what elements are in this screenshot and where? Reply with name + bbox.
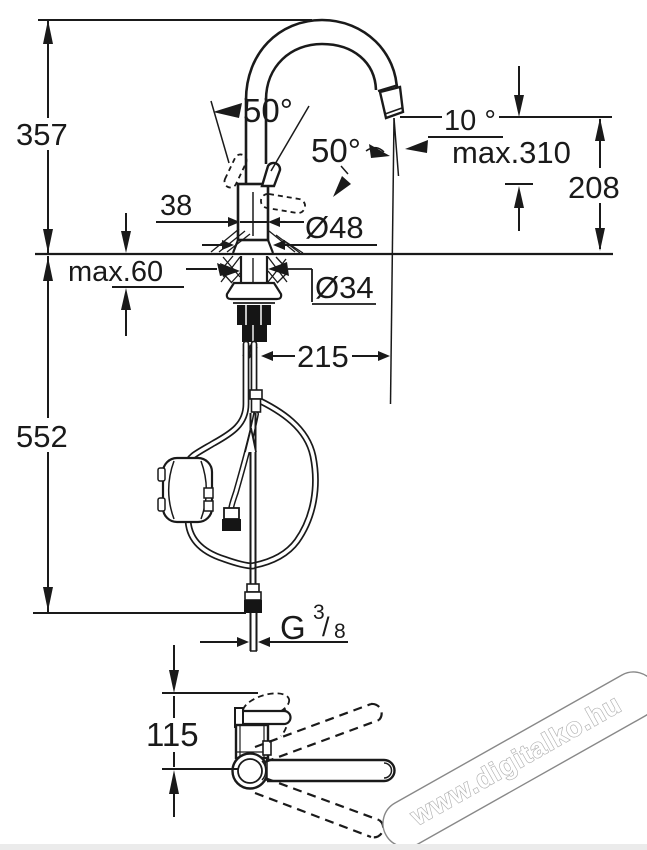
dim-48-label: Ø48: [305, 210, 364, 245]
spout-topview-capline: [383, 762, 393, 779]
handle-solid-topview: [237, 709, 292, 726]
outlet-tilt-line: [393, 117, 400, 177]
inner-hose-connector-nut: [222, 519, 241, 531]
dim-38-label: 38: [160, 190, 192, 222]
body-flare-right: [266, 239, 275, 254]
dim-34-label: Ø34: [315, 270, 374, 305]
body-topview-nub: [262, 740, 272, 756]
handle-lever-solid: [260, 161, 282, 188]
dim-max310-label: max.310: [452, 135, 571, 170]
g38-connector-top: [246, 583, 260, 593]
dim-10-label: 10 °: [444, 105, 496, 137]
dim-50-upper: [210, 100, 310, 172]
g38-connector-mid: [244, 591, 262, 601]
thread-numerator: 3: [313, 601, 325, 624]
escutcheon-flange: [225, 281, 283, 301]
dim-max310: [405, 136, 503, 153]
right-hose-loop: [247, 394, 319, 570]
thread-denominator: 8: [334, 620, 346, 643]
dim-50-lower-label: 50°: [311, 132, 361, 169]
spout-topview: [266, 758, 396, 783]
spout-dashed-up: [254, 702, 383, 764]
weight-notch-right2: [203, 500, 214, 512]
dim-34: [220, 262, 376, 305]
pull-hose-tip: [244, 427, 257, 453]
hose-fitting-lower: [250, 398, 262, 413]
handle-dashed-topview: [241, 692, 291, 720]
watermark-text: www.digitalko.hu: [405, 689, 627, 832]
body-flare-left: [231, 239, 240, 254]
dim-50-lower: [333, 144, 390, 197]
spout-tip-crossbar: [377, 84, 399, 92]
dim-10deg: [400, 66, 612, 231]
handle-lever-dashed-left: [223, 153, 248, 189]
g38-connector-nut: [244, 600, 262, 613]
dim-215-label: 215: [297, 339, 349, 374]
spout-inner-arc: [264, 42, 378, 101]
dim-max60-label: max.60: [68, 256, 163, 288]
dim-208: [595, 118, 605, 251]
dim-38: [156, 217, 304, 227]
left-hose-upper: [184, 340, 250, 468]
weight-notch-right: [203, 487, 214, 499]
hose-fitting-upper: [249, 389, 263, 400]
mounting-nut-lower: [242, 325, 267, 342]
inner-hose-connector: [223, 507, 240, 520]
weight-clip-left-top: [157, 467, 166, 482]
weight-clip-left-bottom: [157, 497, 166, 512]
dim-357-label: 357: [16, 117, 68, 152]
side-view-faucet: [210, 18, 405, 359]
dim-50-upper-label: 50°: [243, 92, 293, 129]
dim-215: [261, 117, 400, 405]
footer-strip: [0, 844, 647, 850]
thread-g-label: G: [280, 609, 306, 646]
aerator-band: [384, 107, 403, 115]
dimension-labels: 357 552 max.60 38 Ø48 Ø34 215 50° 50° 10…: [14, 92, 631, 833]
top-view-faucet: [231, 692, 396, 839]
spout-dashed-down: [254, 776, 385, 839]
dim-g38: [200, 637, 348, 647]
swivel-hub-inner: [237, 758, 263, 784]
dim-208-label: 208: [568, 170, 620, 205]
thread-slash: /: [322, 612, 330, 642]
dim-115-label: 115: [146, 716, 199, 753]
spout-topview-joint: [261, 760, 268, 781]
mounting-nut: [237, 305, 271, 325]
aerator-body: [378, 85, 405, 120]
dim-115: [162, 645, 258, 817]
dim-48: [202, 240, 377, 250]
g38-tail-tube: [249, 613, 258, 651]
hose-assembly: [157, 340, 319, 652]
outlet-ref-line: [389, 117, 395, 405]
dim-552-label: 552: [16, 419, 68, 454]
spout-outer-arc: [244, 18, 399, 101]
